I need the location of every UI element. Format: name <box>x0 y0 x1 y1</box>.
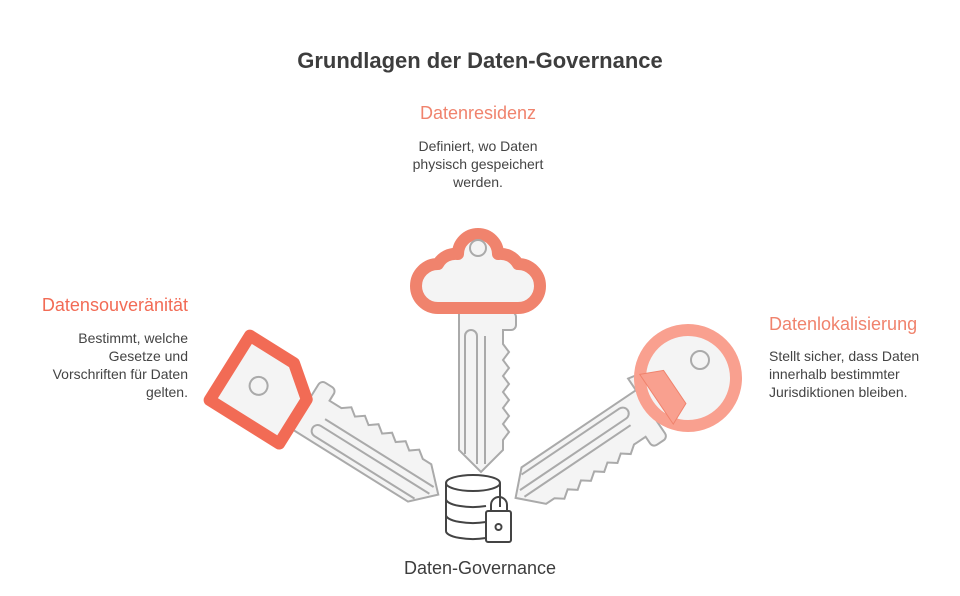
description-line: Bestimmt, welche <box>78 330 188 346</box>
page-title: Grundlagen der Daten-Governance <box>297 48 663 73</box>
item-title-datensouveraenitaet: Datensouveränität <box>41 295 188 315</box>
cloud-key-icon <box>410 228 546 473</box>
description-line: gelten. <box>145 384 188 400</box>
description-line: Vorschriften für Daten <box>52 366 188 382</box>
item-description-datensouveraenitaet: Bestimmt, welche Gesetze und Vorschrifte… <box>0 329 188 401</box>
description-line: physisch gespeichert <box>412 156 544 172</box>
item-description-datenresidenz: Definiert, wo Daten physisch gespeichert… <box>358 137 598 191</box>
center-label: Daten-Governance <box>403 558 557 578</box>
item-title-datenlokalisierung: Datenlokalisierung <box>769 314 918 334</box>
database-lock-icon <box>445 474 512 543</box>
description-line: werden. <box>453 174 503 190</box>
description-line: innerhalb bestimmter <box>769 366 900 382</box>
tag-key-icon <box>203 329 458 527</box>
description-line: Jurisdiktionen bleiben. <box>769 384 908 400</box>
item-title-datenresidenz: Datenresidenz <box>419 103 537 123</box>
description-line: Stellt sicher, dass Daten <box>769 348 920 364</box>
description-line: Gesetze und <box>108 348 188 364</box>
item-description-datenlokalisierung: Stellt sicher, dass Daten innerhalb best… <box>769 347 919 401</box>
ring-key-icon <box>494 324 742 528</box>
description-line: Definiert, wo Daten <box>418 138 538 154</box>
